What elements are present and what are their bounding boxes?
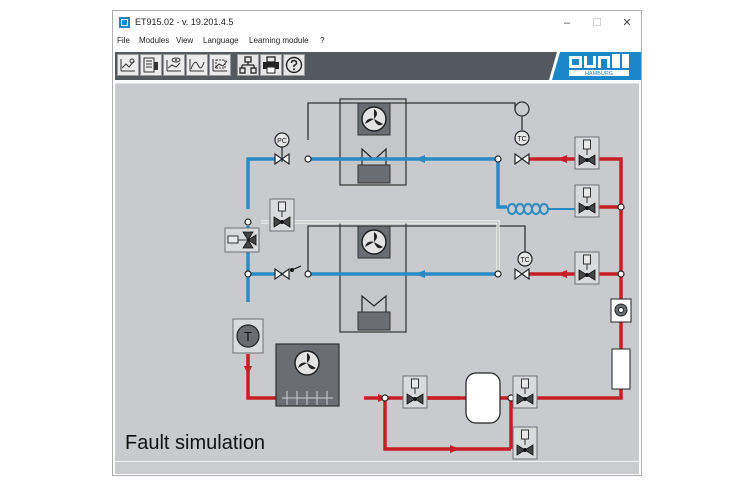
tc-label-lower: TC bbox=[520, 257, 529, 264]
refrigeration-schematic: PC TC TC bbox=[224, 98, 632, 460]
observer-view-button[interactable] bbox=[163, 54, 185, 76]
chart-compare-button[interactable] bbox=[209, 54, 231, 76]
solenoid-valve-lower-right[interactable] bbox=[574, 251, 600, 285]
lower-thermostatic-valve[interactable]: TC bbox=[514, 251, 533, 280]
eye-chart-icon bbox=[166, 57, 181, 72]
menu-view[interactable]: View bbox=[176, 36, 194, 45]
solenoid-valve-bottom-bypass[interactable] bbox=[512, 426, 538, 460]
status-bar bbox=[115, 461, 639, 474]
receiver-tank[interactable] bbox=[465, 372, 501, 424]
heat-exchanger-coil bbox=[507, 203, 586, 215]
chart-view-button[interactable] bbox=[186, 54, 208, 76]
pc-label: PC bbox=[277, 138, 287, 145]
help-button[interactable] bbox=[283, 54, 305, 76]
printer-icon bbox=[263, 56, 279, 74]
minimize-button[interactable]: – bbox=[563, 17, 571, 29]
solenoid-valve-middle-right[interactable] bbox=[574, 184, 600, 218]
menu-language[interactable]: Language bbox=[203, 36, 239, 45]
gunt-logo: HAMBURG bbox=[549, 52, 641, 80]
mode-caption: Fault simulation bbox=[125, 432, 266, 454]
solenoid-valve-bottom-left[interactable] bbox=[402, 375, 428, 409]
process-diagram-canvas: PC TC TC bbox=[115, 83, 639, 462]
app-icon bbox=[119, 17, 130, 28]
network-view-button[interactable] bbox=[237, 54, 259, 76]
three-way-valve[interactable] bbox=[224, 227, 260, 253]
network-icon bbox=[239, 56, 257, 74]
upper-thermostatic-valve[interactable]: TC bbox=[514, 130, 530, 165]
diagram-chart-icon bbox=[120, 58, 135, 72]
curve-chart-icon bbox=[189, 59, 205, 72]
compare-chart-icon bbox=[212, 59, 228, 72]
print-button[interactable] bbox=[260, 54, 282, 76]
measurement-table-icon bbox=[143, 57, 158, 73]
pressure-control-valve[interactable]: PC bbox=[274, 132, 290, 165]
solenoid-valve-bottom-middle[interactable] bbox=[512, 375, 538, 409]
menu-file[interactable]: File bbox=[117, 36, 130, 45]
question-mark-icon bbox=[285, 56, 303, 74]
menu-help[interactable]: ? bbox=[320, 36, 325, 45]
solenoid-valve-hotgas[interactable] bbox=[269, 198, 295, 232]
window-title: ET915.02 - v. 19.201.4.5 bbox=[135, 17, 234, 27]
diagram-view-button[interactable] bbox=[117, 54, 139, 76]
measurement-view-button[interactable] bbox=[140, 54, 162, 76]
maximize-button[interactable]: ☐ bbox=[592, 17, 602, 29]
menu-learning-module[interactable]: Learning module bbox=[249, 36, 309, 45]
temperature-sensor[interactable]: T bbox=[232, 318, 264, 354]
toolbar: HAMBURG bbox=[113, 51, 641, 81]
menu-modules[interactable]: Modules bbox=[139, 36, 170, 45]
tc-label-upper: TC bbox=[517, 136, 526, 143]
condenser-unit[interactable] bbox=[275, 343, 340, 407]
close-button[interactable]: ✕ bbox=[622, 17, 632, 29]
application-window: ET915.02 - v. 19.201.4.5 – ☐ ✕ File Modu… bbox=[112, 10, 642, 476]
lower-check-valve[interactable] bbox=[274, 265, 302, 280]
menu-bar: File Modules View Language Learning modu… bbox=[113, 35, 641, 50]
brand-subtitle: HAMBURG bbox=[585, 71, 613, 77]
filter-drier[interactable] bbox=[611, 348, 631, 390]
solenoid-valve-upper-right[interactable] bbox=[574, 136, 600, 170]
t-label: T bbox=[244, 329, 252, 344]
sight-glass[interactable] bbox=[610, 298, 632, 323]
title-bar: ET915.02 - v. 19.201.4.5 – ☐ ✕ bbox=[113, 11, 641, 35]
